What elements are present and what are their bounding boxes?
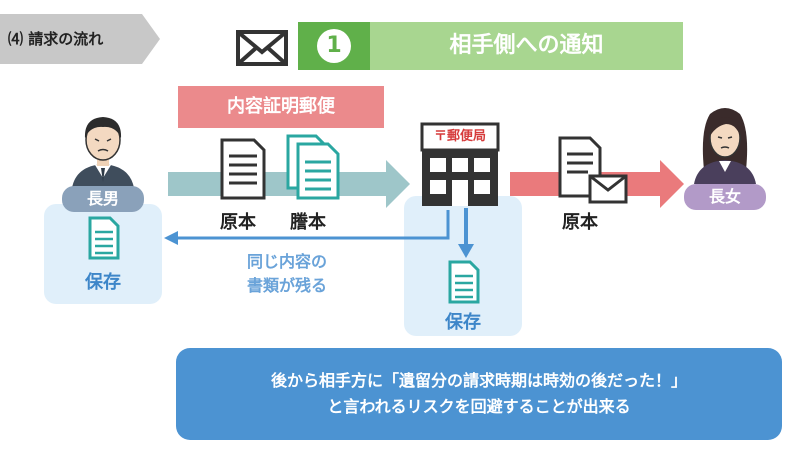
step-banner: 1 相手側への通知 — [298, 22, 683, 70]
man-avatar-icon — [72, 117, 134, 188]
post-office-keep-label: 保存 — [445, 312, 481, 333]
benefit-box: 後から相手方に「遺留分の請求時期は時効の後だった！」 と言われるリスクを回避する… — [176, 348, 782, 440]
return-line — [176, 210, 450, 240]
sender-keep-document-icon — [88, 216, 120, 260]
delivery-method-label: 内容証明郵便 — [178, 86, 384, 128]
same-content-note-line-1: 同じ内容の — [246, 252, 327, 271]
woman-avatar-icon — [694, 108, 756, 184]
section-tab-label: ⑷ 請求の流れ — [8, 30, 104, 48]
document-with-envelope-icon — [558, 136, 628, 204]
return-arrowhead — [164, 231, 178, 245]
same-content-note: 同じ内容の 書類が残る — [222, 250, 352, 298]
step-number: 1 — [317, 29, 351, 63]
original-document-label: 原本 — [220, 212, 256, 233]
document-icon — [220, 138, 266, 200]
benefit-line-2: と言われるリスクを回避することが出来る — [327, 397, 631, 416]
same-content-note-line-2: 書類が残る — [246, 276, 327, 295]
sender-keep-label: 保存 — [85, 272, 121, 293]
copy-documents-icon — [286, 134, 340, 200]
section-tab-shape — [0, 14, 160, 64]
keep-arrowhead — [458, 244, 474, 258]
section-tab: ⑷ 請求の流れ — [0, 14, 160, 64]
benefit-line-1: 後から相手方に「遺留分の請求時期は時効の後だった！」 — [270, 371, 687, 390]
sender-tag: 長男 — [62, 186, 144, 212]
post-office-building-icon — [420, 122, 500, 206]
envelope-icon — [236, 30, 288, 66]
post-office-sign: 〒郵便局 — [433, 129, 486, 144]
step-number-box: 1 — [298, 22, 370, 70]
step-title: 相手側への通知 — [449, 33, 604, 58]
receiver-original-label: 原本 — [562, 212, 598, 233]
copy-document-label: 謄本 — [290, 212, 326, 233]
receiver-tag: 長女 — [684, 184, 766, 210]
post-office-keep-document-icon — [448, 260, 480, 304]
